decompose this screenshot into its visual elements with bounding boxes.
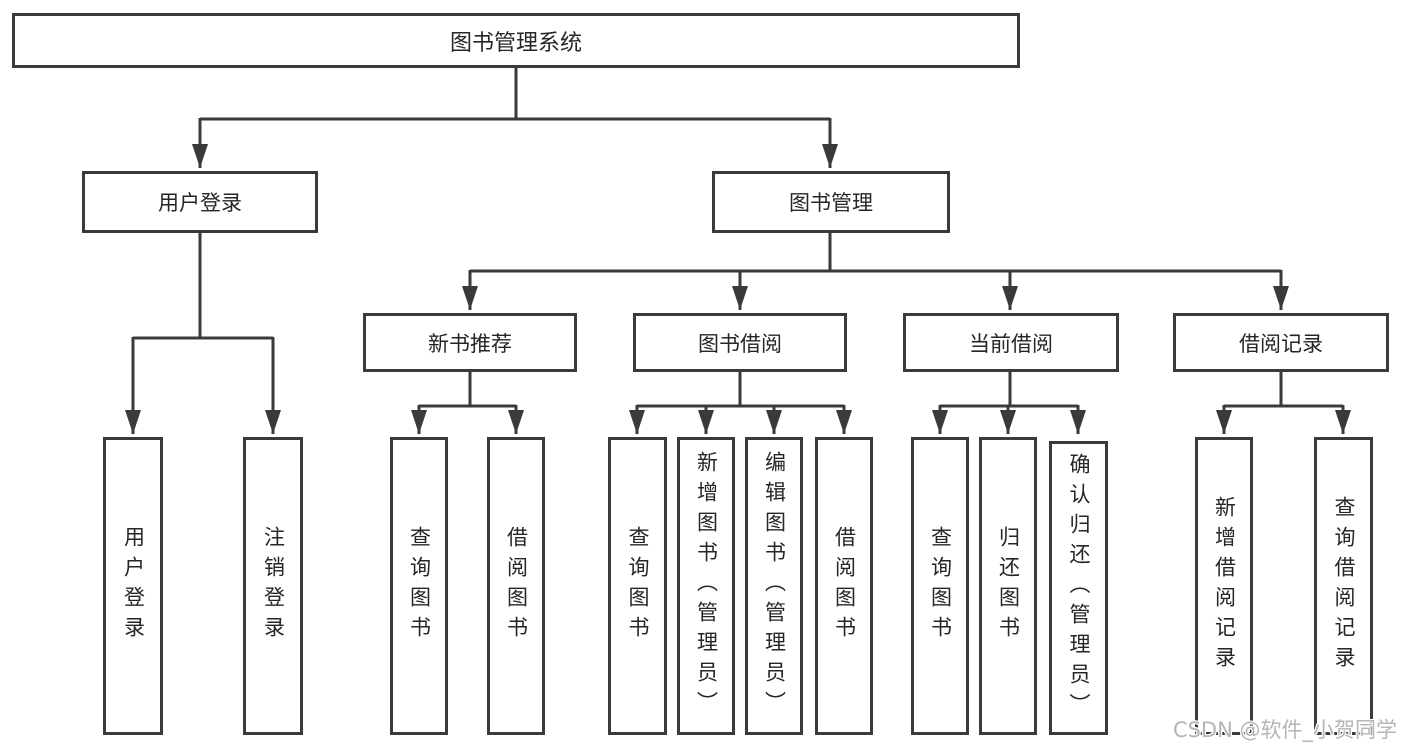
node-book-borrowing-label: 图书借阅 (698, 331, 782, 356)
node-user-login-leaf-label: 用户登录 (121, 526, 146, 646)
node-book-management-label: 图书管理 (789, 191, 873, 215)
node-current-borrowing-label: 当前借阅 (969, 331, 1053, 356)
node-new-book-recommendation: 新书推荐 (363, 313, 577, 372)
node-logout: 注销登录 (243, 437, 303, 735)
node-borrowing-records: 借阅记录 (1173, 313, 1389, 372)
node-records-query-record-label: 查询借阅记录 (1332, 496, 1356, 676)
node-borrow-query-books: 查询图书 (608, 437, 667, 735)
node-borrow-borrow-books: 借阅图书 (815, 437, 873, 735)
node-records-query-record: 查询借阅记录 (1314, 437, 1373, 735)
node-records-add-record: 新增借阅记录 (1195, 437, 1253, 735)
node-user-login-leaf: 用户登录 (103, 437, 163, 735)
node-user-login: 用户登录 (82, 171, 318, 233)
node-borrowing-records-label: 借阅记录 (1239, 331, 1323, 356)
node-library-management-system-label: 图书管理系统 (449, 30, 582, 56)
node-current-confirm-return-admin: 确认归还（管理员） (1049, 441, 1108, 735)
node-recommend-borrow-books-label: 借阅图书 (504, 526, 529, 646)
node-borrow-query-books-label: 查询图书 (626, 526, 650, 646)
node-recommend-query-books: 查询图书 (390, 437, 448, 735)
node-book-management: 图书管理 (712, 171, 950, 233)
node-current-return-books: 归还图书 (979, 437, 1037, 735)
node-current-borrowing: 当前借阅 (903, 313, 1119, 372)
node-current-confirm-return-admin-label: 确认归还（管理员） (1067, 453, 1091, 723)
node-borrow-add-books-admin-label: 新增图书（管理员） (694, 451, 719, 721)
node-current-return-books-label: 归还图书 (996, 526, 1021, 646)
node-library-management-system: 图书管理系统 (12, 13, 1020, 68)
node-borrow-edit-books-admin-label: 编辑图书（管理员） (762, 451, 787, 721)
node-current-query-books-label: 查询图书 (928, 526, 953, 646)
node-book-borrowing: 图书借阅 (633, 313, 847, 372)
node-recommend-query-books-label: 查询图书 (407, 526, 432, 646)
node-records-add-record-label: 新增借阅记录 (1212, 496, 1237, 676)
node-user-login-label: 用户登录 (158, 191, 242, 215)
node-logout-label: 注销登录 (261, 526, 286, 646)
node-borrow-edit-books-admin: 编辑图书（管理员） (745, 437, 803, 735)
node-new-book-recommendation-label: 新书推荐 (428, 331, 512, 356)
node-current-query-books: 查询图书 (911, 437, 969, 735)
node-borrow-borrow-books-label: 借阅图书 (832, 526, 857, 646)
node-recommend-borrow-books: 借阅图书 (487, 437, 545, 735)
node-borrow-add-books-admin: 新增图书（管理员） (677, 437, 735, 735)
